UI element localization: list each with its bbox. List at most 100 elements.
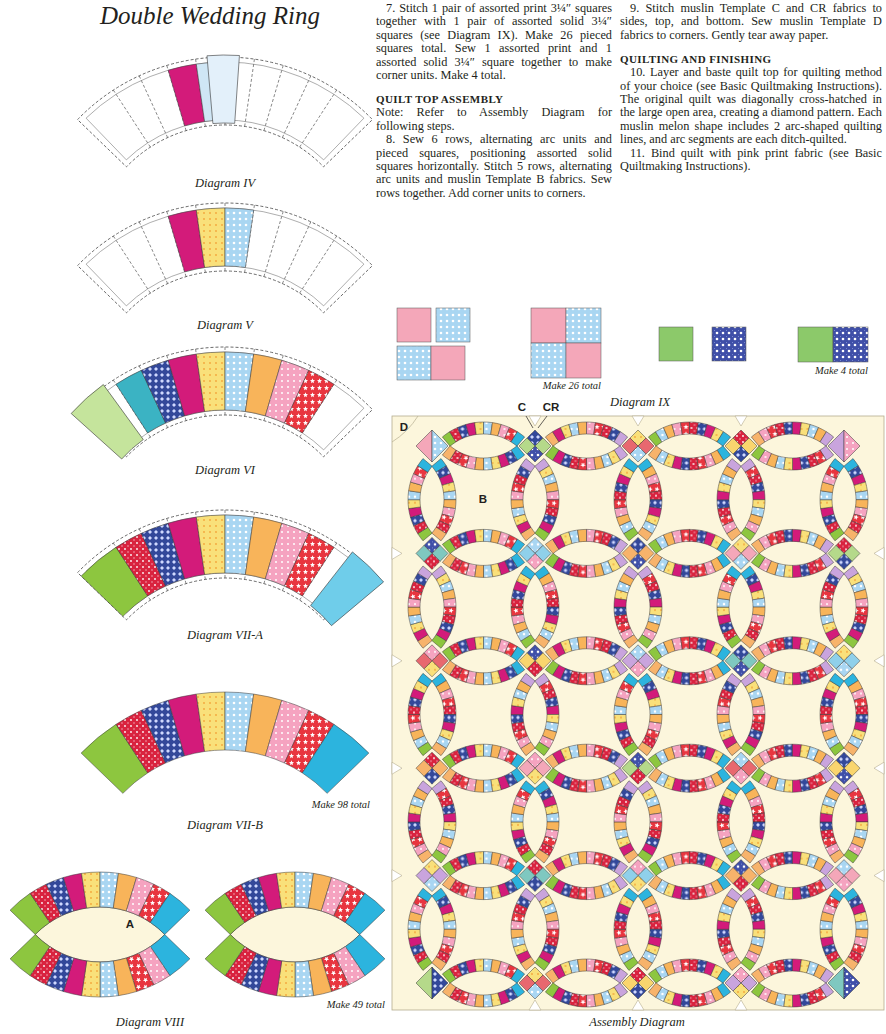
arc-unit bbox=[751, 959, 833, 983]
square-piece bbox=[519, 438, 535, 454]
arc-segment bbox=[681, 852, 690, 865]
arc-segment bbox=[638, 635, 652, 649]
arc-unit bbox=[432, 459, 456, 541]
arc-segment bbox=[443, 920, 456, 929]
arc-segment bbox=[614, 607, 627, 616]
arc-segment bbox=[727, 566, 741, 580]
arc-segment bbox=[205, 935, 245, 976]
arc-segment bbox=[614, 929, 627, 938]
arc-unit bbox=[820, 459, 844, 541]
arc-segment bbox=[844, 849, 858, 863]
template-line bbox=[139, 76, 167, 138]
arc-unit bbox=[638, 459, 662, 541]
arc-segment bbox=[820, 929, 833, 938]
arc-segment bbox=[830, 566, 844, 580]
arc-unit bbox=[751, 875, 833, 899]
pieced-square bbox=[725, 860, 757, 892]
arc-segment bbox=[690, 780, 699, 793]
arc-unit bbox=[820, 673, 844, 755]
square-piece bbox=[622, 438, 638, 454]
arc-unit bbox=[535, 566, 559, 648]
figure-caption: Diagram V bbox=[197, 318, 253, 333]
square-piece bbox=[622, 868, 638, 884]
arc-segment bbox=[475, 959, 484, 972]
arc-unit bbox=[648, 744, 730, 768]
arc-unit bbox=[638, 888, 662, 970]
arc-unit bbox=[844, 673, 868, 755]
solid-square bbox=[397, 308, 431, 342]
square-piece bbox=[828, 545, 844, 561]
arc-unit bbox=[741, 888, 765, 970]
square-piece bbox=[844, 430, 860, 462]
square-piece bbox=[725, 545, 741, 561]
solid-square bbox=[431, 346, 465, 380]
arc-segment bbox=[408, 715, 421, 724]
seam-notch bbox=[632, 416, 644, 426]
arc-segment bbox=[196, 692, 225, 751]
arc-segment bbox=[649, 598, 662, 607]
arc-segment bbox=[681, 959, 690, 972]
arc-segment bbox=[475, 744, 484, 757]
arc-segment bbox=[793, 457, 802, 470]
pieced-square bbox=[519, 645, 551, 677]
pieced-square bbox=[725, 430, 757, 462]
square-piece bbox=[828, 967, 844, 999]
arc-unit bbox=[511, 781, 535, 863]
arc-segment bbox=[614, 715, 627, 724]
figure-caption: Diagram VII-B bbox=[187, 818, 263, 833]
seam-notch bbox=[874, 870, 884, 882]
arc-unit bbox=[511, 566, 535, 648]
seam-notch bbox=[874, 762, 884, 774]
template-letter: D bbox=[400, 421, 408, 434]
arc-segment bbox=[535, 635, 549, 649]
arc-segment bbox=[484, 457, 493, 470]
arc-segment bbox=[844, 957, 858, 971]
arc-segment bbox=[820, 822, 833, 831]
seam-notch bbox=[632, 1000, 644, 1010]
arc-segment bbox=[443, 491, 456, 500]
arc-unit bbox=[545, 553, 627, 577]
arc-segment bbox=[727, 673, 741, 687]
note: Note: Refer to Assembly Diagram for foll… bbox=[376, 106, 612, 133]
arc-unit bbox=[751, 768, 833, 792]
solid-square bbox=[659, 327, 693, 361]
pieced-square bbox=[622, 645, 654, 677]
arc-unit bbox=[545, 637, 627, 661]
square-piece bbox=[416, 868, 432, 884]
arc-unit bbox=[751, 744, 833, 768]
quantity-note: Make 4 total bbox=[815, 364, 868, 377]
quantity-note: Make 26 total bbox=[543, 379, 601, 392]
arc-unit bbox=[741, 673, 765, 755]
arc-segment bbox=[624, 781, 638, 795]
arc-segment bbox=[690, 994, 699, 1007]
arc-segment bbox=[432, 527, 446, 541]
print-square bbox=[397, 346, 431, 380]
arc-segment bbox=[587, 887, 596, 900]
corner-seam bbox=[392, 416, 418, 442]
arc-segment bbox=[408, 607, 421, 616]
arc-unit bbox=[648, 852, 730, 876]
arc-unit bbox=[432, 673, 456, 755]
arc-unit bbox=[545, 875, 627, 899]
folded-piece bbox=[207, 55, 239, 124]
seam-notch bbox=[735, 416, 747, 426]
arc-segment bbox=[443, 706, 456, 715]
arc-unit bbox=[205, 872, 385, 934]
arc-segment bbox=[196, 515, 225, 574]
seam-notch bbox=[529, 1000, 541, 1010]
solid-square bbox=[798, 327, 833, 362]
arc-segment bbox=[408, 929, 421, 938]
arc-segment bbox=[587, 672, 596, 685]
arc-unit bbox=[432, 781, 456, 863]
arc-segment bbox=[578, 637, 587, 650]
arc-unit bbox=[432, 566, 456, 648]
template-line bbox=[264, 211, 283, 276]
pieced-square bbox=[828, 430, 860, 462]
arc-segment bbox=[535, 742, 549, 756]
pieced-square bbox=[828, 967, 860, 999]
paragraph: 11. Bind quilt with pink print fabric (s… bbox=[620, 147, 882, 174]
pieced-square bbox=[622, 860, 654, 892]
arc-segment bbox=[681, 529, 690, 542]
arc-segment bbox=[578, 852, 587, 865]
folded-piece bbox=[311, 552, 384, 626]
